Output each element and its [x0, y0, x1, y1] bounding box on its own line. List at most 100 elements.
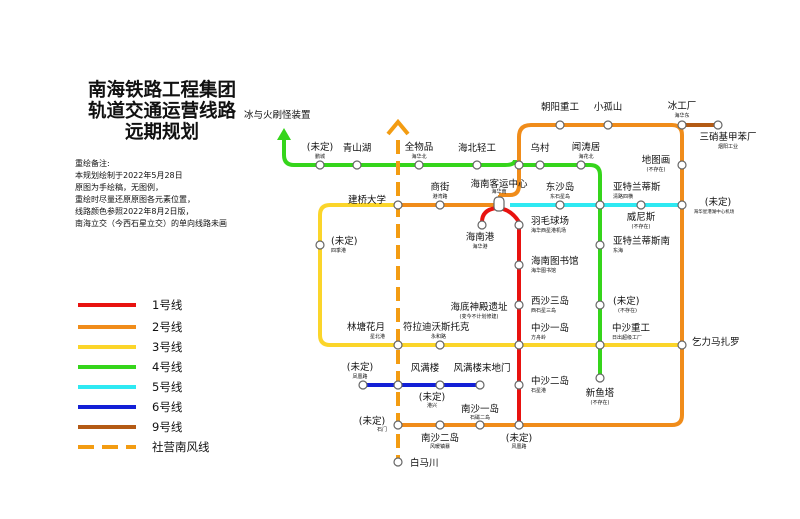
station-sub: 鹏城	[315, 153, 325, 160]
station-dot[interactable]	[677, 200, 687, 210]
station-label: 中沙一岛	[531, 322, 569, 334]
station-dot[interactable]	[393, 457, 403, 467]
station-label: 新鱼塔	[586, 387, 615, 399]
legend-swatch-line3	[78, 345, 136, 349]
station-sub: 海华西星港机场	[531, 227, 566, 234]
station-sub: 烟阳工业	[718, 143, 738, 150]
station-dot[interactable]	[713, 120, 723, 130]
station-label: 青山湖	[343, 142, 372, 154]
station-label: 西沙三岛	[531, 295, 569, 307]
legend-label: 4号线	[152, 360, 183, 374]
note-line: 南海立交（今西石星立交）的单向线路未画	[75, 219, 227, 228]
station-dot[interactable]	[514, 260, 524, 270]
station-dot[interactable]	[393, 420, 403, 430]
station-dot[interactable]	[595, 240, 605, 250]
station-label: 朝阳重工	[541, 101, 580, 113]
station-sub: 方舟岭	[531, 334, 546, 341]
station-label: (未定)	[705, 196, 731, 208]
map-title: 南海铁路工程集团 轨道交通运营线路 远期规划	[62, 80, 262, 143]
station-dot[interactable]	[677, 120, 687, 130]
station-sub: 石星港	[531, 387, 546, 394]
station-label: 南沙二岛	[421, 432, 459, 444]
station-dot[interactable]	[352, 160, 362, 170]
station-sub: 港兴	[427, 402, 437, 409]
station-dot[interactable]	[636, 200, 646, 210]
station-label: 林塘花月	[347, 321, 385, 333]
station-dot[interactable]	[555, 200, 565, 210]
station-label: 羽毛球场	[531, 215, 569, 227]
station-label: 南沙一岛	[461, 403, 499, 415]
station-dot[interactable]	[435, 380, 445, 390]
station-label: 海底神殿遗址	[450, 301, 508, 313]
station-sub: 石门	[377, 426, 387, 433]
station-dot[interactable]	[358, 380, 368, 390]
station-dot[interactable]	[514, 380, 524, 390]
station-label: (未定)	[506, 432, 532, 444]
station-label: 亚特兰蒂斯	[613, 181, 661, 193]
station-dot[interactable]	[475, 420, 485, 430]
station-label: 三硝基甲苯厂	[699, 131, 756, 143]
station-dot[interactable]	[595, 200, 605, 210]
station-dot[interactable]	[514, 220, 524, 230]
note-line: 线路颜色参照2022年8月2日版，	[75, 207, 194, 216]
station-dot[interactable]	[475, 380, 485, 390]
station-dot[interactable]	[315, 160, 325, 170]
station-dot[interactable]	[435, 340, 445, 350]
station-dot[interactable]	[555, 120, 565, 130]
station-dot[interactable]	[472, 160, 482, 170]
station-sub: 海花北	[578, 153, 593, 160]
station-label: 白马川	[410, 457, 439, 469]
station-dot[interactable]	[514, 420, 524, 430]
legend-swatch-line2	[78, 325, 136, 329]
station-label: 商街	[430, 181, 450, 193]
station-sub: 日出超级工厂	[612, 334, 642, 341]
station-sub: 海华南	[491, 188, 506, 195]
station-label: (未定)	[359, 415, 385, 427]
station-label: (未定)	[613, 295, 639, 307]
station-label: 海南图书馆	[531, 255, 579, 267]
station-sub: 西石星三岛	[531, 307, 556, 314]
legend-swatch-line9	[78, 425, 136, 429]
station-dot[interactable]	[595, 300, 605, 310]
legend-label: 5号线	[152, 380, 183, 394]
station-dot[interactable]	[595, 340, 605, 350]
station-dot[interactable]	[435, 420, 445, 430]
station-dot[interactable]	[393, 380, 403, 390]
station-label: 风满楼	[411, 362, 440, 374]
station-label: 乞力马扎罗	[692, 336, 740, 348]
station-label: 中沙重工	[612, 322, 651, 334]
station-dot[interactable]	[514, 300, 524, 310]
station-dot[interactable]	[477, 220, 487, 230]
station-sub: 海华北	[411, 153, 426, 160]
station-label: 风满楼末地门	[453, 362, 510, 374]
station-dot[interactable]	[393, 200, 403, 210]
station-dot[interactable]	[393, 340, 403, 350]
legend-label: 2号线	[152, 320, 183, 334]
station-dot[interactable]	[576, 160, 586, 170]
station-sub: 清路四横	[613, 193, 633, 200]
kehub-marker[interactable]	[493, 196, 505, 212]
station-dot[interactable]	[595, 373, 605, 383]
station-sub: 海华东	[674, 112, 689, 119]
legend-label: 3号线	[152, 340, 183, 354]
title-line: 南海铁路工程集团	[87, 80, 236, 101]
station-label: 冰工厂	[668, 100, 697, 112]
station-sub: (不存在)	[647, 166, 666, 173]
station-dot[interactable]	[514, 340, 524, 350]
station-dot[interactable]	[315, 240, 325, 250]
station-label: 小孤山	[594, 101, 623, 113]
station-dot[interactable]	[514, 160, 524, 170]
station-dot[interactable]	[603, 120, 613, 130]
station-dot[interactable]	[535, 160, 545, 170]
station-sub: 四季港	[331, 247, 346, 254]
legend-swatch-line1	[78, 303, 136, 307]
station-dot[interactable]	[435, 200, 445, 210]
station-label: (未定)	[331, 235, 357, 247]
station-sub: 风暖镇暴	[430, 443, 450, 450]
station-dot[interactable]	[677, 160, 687, 170]
station-dot[interactable]	[414, 160, 424, 170]
station-sub: 石磁二岛	[470, 414, 490, 421]
station-dot[interactable]	[677, 340, 687, 350]
line-shenan-arrow	[386, 118, 410, 136]
